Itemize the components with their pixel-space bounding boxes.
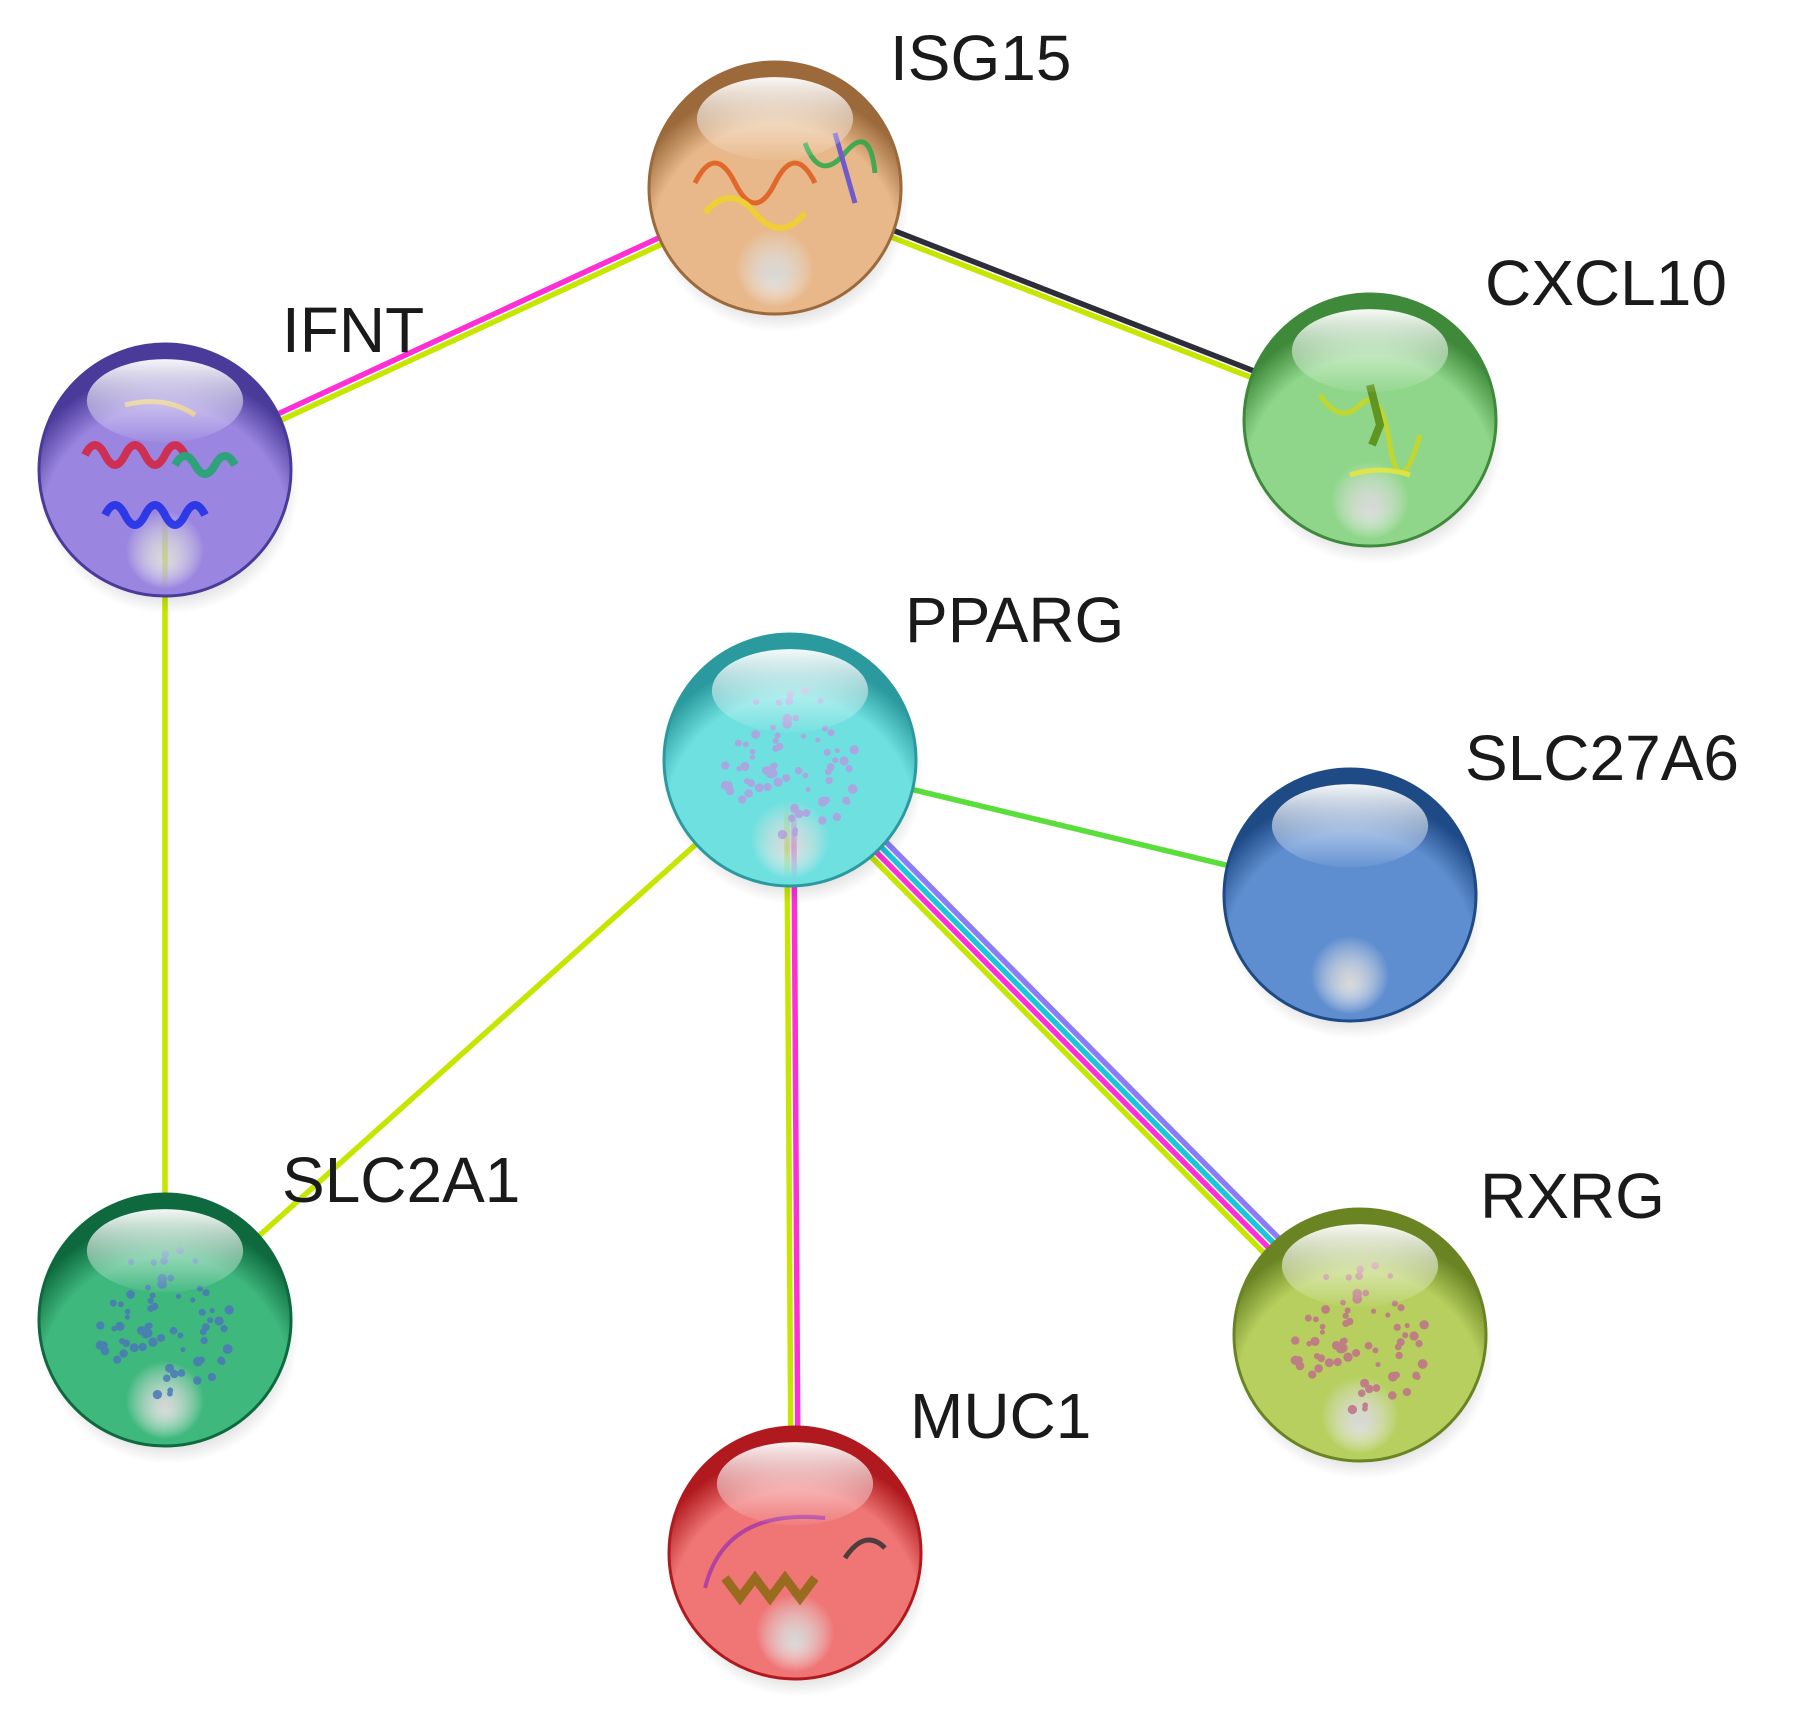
structure-glyph	[1317, 384, 1423, 478]
edge-evidence-line	[163, 757, 792, 1323]
node-highlight	[1281, 1224, 1439, 1308]
structure-glyph	[720, 686, 859, 840]
node-label-rxrg: RXRG	[1480, 1160, 1665, 1232]
node-rxrg[interactable]: RXRG	[1232, 1160, 1665, 1479]
node-slc2a1[interactable]: SLC2A1	[37, 1144, 520, 1464]
node-label-ifnt: IFNT	[282, 294, 424, 366]
node-slc27a6[interactable]: SLC27A6	[1222, 722, 1739, 1039]
node-pparg[interactable]: PPARG	[662, 584, 1124, 904]
structure-glyph	[692, 132, 878, 231]
node-highlight	[86, 359, 244, 443]
node-label-cxcl10: CXCL10	[1485, 247, 1727, 319]
node-muc1[interactable]: MUC1	[667, 1380, 1091, 1697]
node-ifnt[interactable]: IFNT	[37, 294, 424, 614]
node-label-slc2a1: SLC2A1	[282, 1144, 520, 1216]
node-highlight	[1271, 784, 1429, 868]
node-label-isg15: ISG15	[890, 22, 1071, 94]
node-label-slc27a6: SLC27A6	[1465, 722, 1739, 794]
node-highlight	[1291, 309, 1449, 393]
structure-glyph	[1290, 1261, 1429, 1415]
edge-pparg-slc2a1	[163, 757, 792, 1323]
node-highlight	[716, 1442, 874, 1526]
node-label-pparg: PPARG	[905, 584, 1124, 656]
node-cxcl10[interactable]: CXCL10	[1242, 247, 1727, 564]
node-highlight	[696, 77, 854, 161]
node-highlight	[711, 649, 869, 733]
node-highlight	[86, 1209, 244, 1293]
node-isg15[interactable]: ISG15	[647, 22, 1071, 332]
node-label-muc1: MUC1	[910, 1380, 1091, 1452]
